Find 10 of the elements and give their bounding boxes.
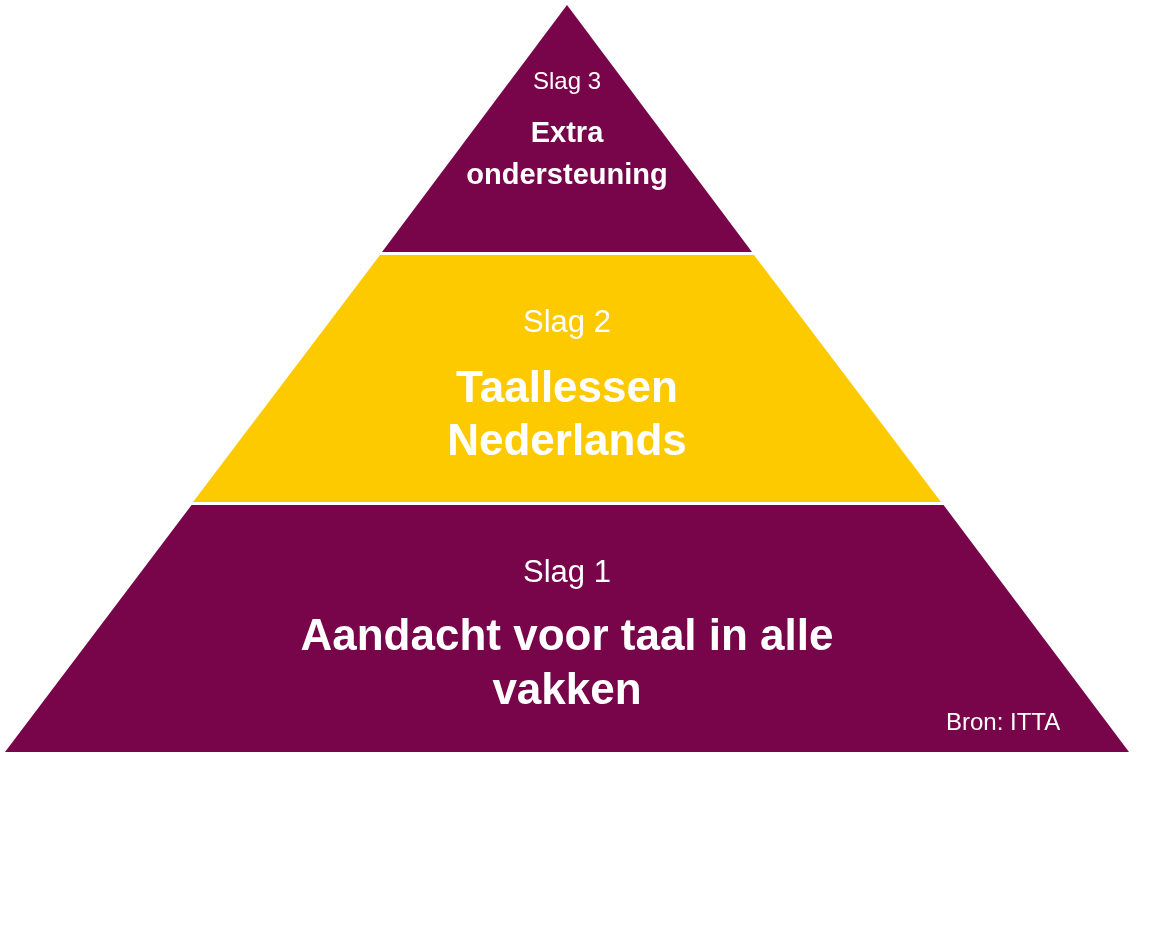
pyramid-tier: [193, 255, 941, 502]
tier-number: Slag 3: [532, 66, 602, 96]
pyramid-tier: [5, 505, 1129, 752]
pyramid-tier: [382, 5, 752, 252]
tier-number: Slag 1: [523, 553, 611, 591]
source-note: Bron: ITTA: [946, 707, 1061, 737]
tier-title: Aandacht voor taal in alle vakken: [299, 608, 835, 715]
tier-number: Slag 2: [523, 303, 611, 341]
tier-title: Taallessen Nederlands: [446, 360, 688, 466]
tier-title: Extra ondersteuning: [465, 115, 669, 192]
